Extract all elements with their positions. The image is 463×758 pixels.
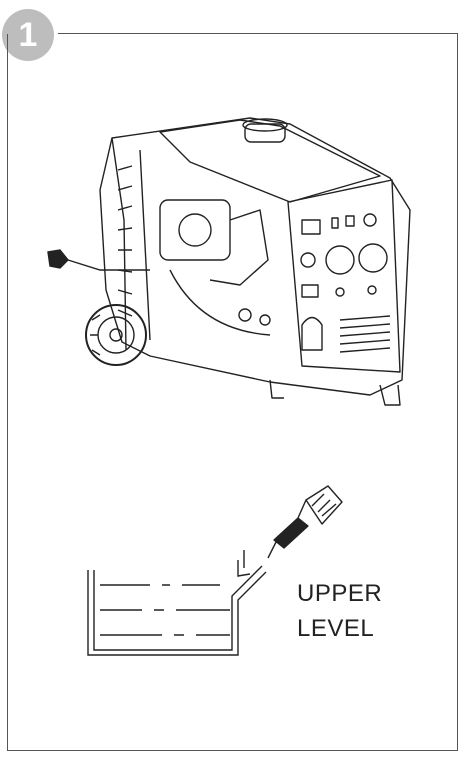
fuel-cap xyxy=(244,123,286,143)
side-frame xyxy=(111,137,151,351)
spark-plug-cable xyxy=(67,259,150,271)
engine-block xyxy=(159,199,231,261)
step-frame xyxy=(7,34,458,751)
oil-tank xyxy=(87,570,267,656)
frame-top-rule xyxy=(58,33,458,34)
inverter-generator-icon xyxy=(47,117,411,406)
outlet-2 xyxy=(358,243,388,273)
spark-plug-cap xyxy=(47,249,69,269)
outlet-1 xyxy=(325,245,355,275)
panel-vents xyxy=(339,315,391,353)
foot xyxy=(379,384,401,406)
upper-level-label-line2: LEVEL xyxy=(297,615,375,642)
filler-neck-lip xyxy=(237,560,251,577)
oil-dipstick-icon xyxy=(267,485,343,559)
oil-level-diagram xyxy=(87,550,267,656)
generator-top xyxy=(159,119,381,203)
wheel xyxy=(85,304,147,366)
upper-level-label-line1: UPPER xyxy=(297,580,383,607)
step-number-badge: 1 xyxy=(2,9,54,61)
generator-body xyxy=(99,117,411,396)
control-panel xyxy=(287,179,401,373)
control-knob xyxy=(301,316,323,351)
